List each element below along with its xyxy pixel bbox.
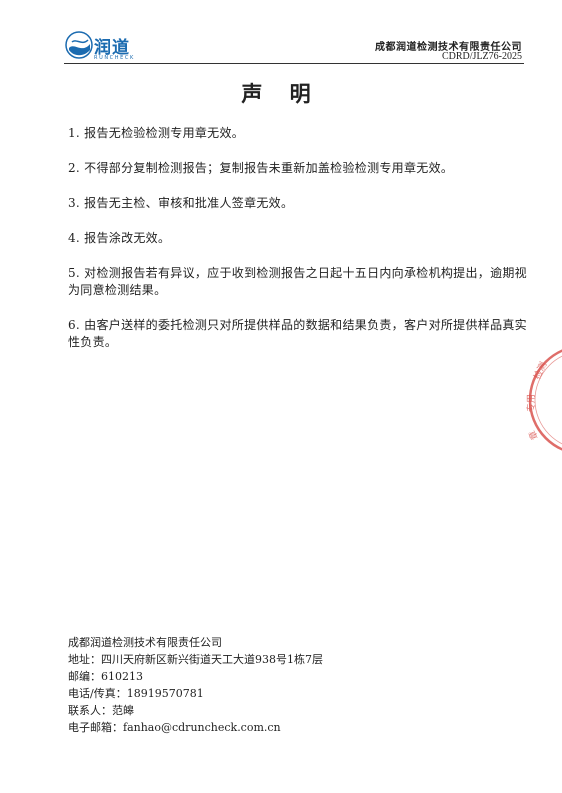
clause-4: 4. 报告涂改无效。: [68, 231, 171, 245]
clause-6: 6. 由客户送样的委托检测只对所提供样品的数据和结果负责，客户对所提供样品真实性…: [68, 318, 527, 349]
company-logo: 润道 RUNCHECK: [64, 28, 144, 68]
footer-address: 地址：四川天府新区新兴街道天工大道938号1栋7层: [68, 653, 323, 666]
footer-company: 成都润道检测技术有限责任公司: [68, 636, 222, 649]
page-title: 声 明: [241, 82, 321, 106]
footer-phone: 电话/传真：18919570781: [68, 687, 204, 700]
water-drop-logo-icon: [65, 31, 93, 59]
svg-text:专用: 专用: [525, 394, 537, 412]
partial-seal-stamp-icon: 检测 专用 章: [525, 349, 562, 451]
header-company-name: 成都润道检测技术有限责任公司: [375, 42, 522, 53]
logo-text-cn: 润道: [94, 38, 130, 58]
header-divider: [64, 63, 524, 64]
svg-text:检测: 检测: [531, 360, 549, 381]
clause-1: 1. 报告无检验检测专用章无效。: [68, 126, 245, 140]
clause-2: 2. 不得部分复制检测报告；复制报告未重新加盖检验检测专用章无效。: [68, 161, 454, 175]
declaration-clauses: 1. 报告无检验检测专用章无效。 2. 不得部分复制检测报告；复制报告未重新加盖…: [68, 125, 530, 369]
footer-postcode: 邮编：610213: [68, 670, 143, 683]
header-document-code: CDRD/JLZ76-2025: [442, 51, 522, 62]
clause-5: 5. 对检测报告若有异议，应于收到检测报告之日起十五日内向承检机构提出，逾期视为…: [68, 266, 527, 297]
footer-contact: 联系人：范皞: [68, 704, 134, 717]
footer-email: 电子邮箱：fanhao@cdruncheck.com.cn: [68, 721, 281, 734]
contact-footer: 成都润道检测技术有限责任公司 地址：四川天府新区新兴街道天工大道938号1栋7层…: [68, 634, 368, 736]
clause-3: 3. 报告无主检、审核和批准人签章无效。: [68, 196, 294, 210]
logo-text-en: RUNCHECK: [94, 55, 135, 61]
